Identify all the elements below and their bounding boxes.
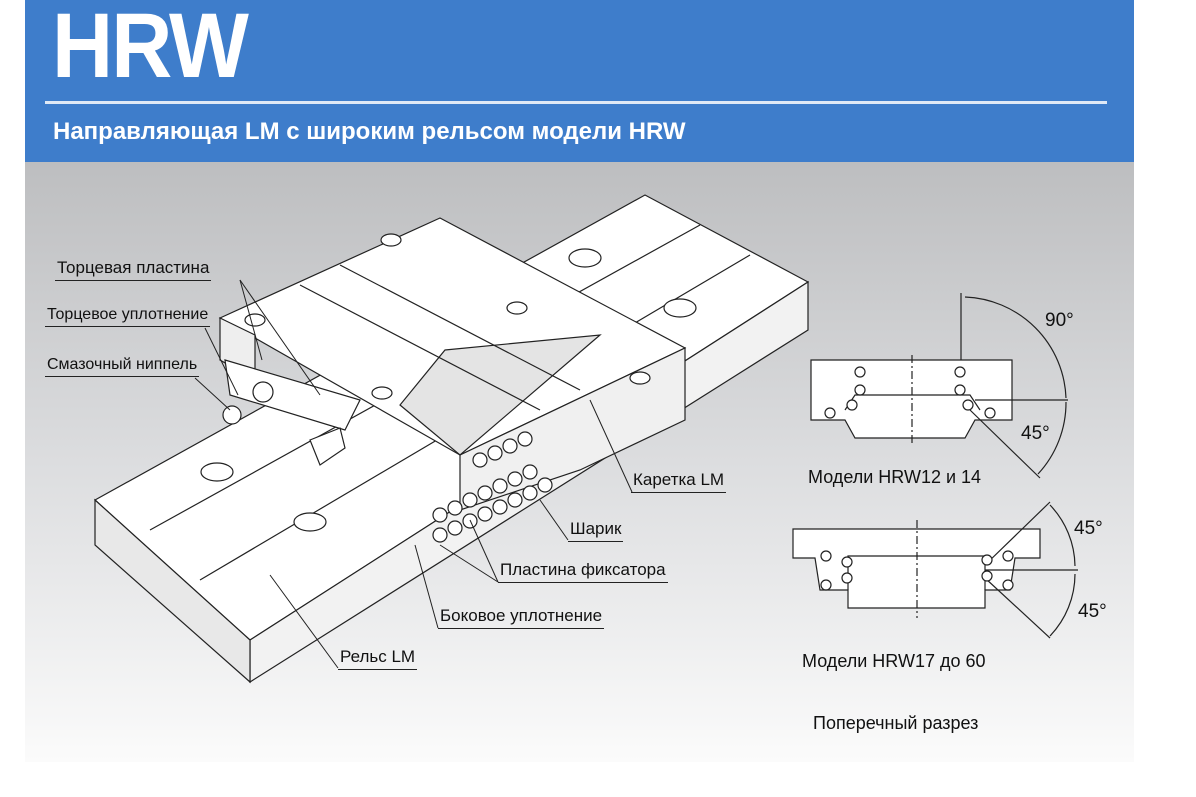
- page-title: HRW: [52, 0, 249, 97]
- header-divider: [45, 101, 1107, 104]
- header-banner: HRW Направляющая LM с широким рельсом мо…: [25, 0, 1134, 162]
- angle-45-label: 45°: [1021, 423, 1050, 444]
- angle-90-label: 90°: [1045, 310, 1074, 331]
- page-subtitle: Направляющая LM с широким рельсом модели…: [53, 118, 686, 145]
- label-grease-nipple: Смазочный ниппель: [45, 356, 200, 377]
- label-lm-rail: Рельс LM: [338, 647, 418, 670]
- angle-45-lower-label: 45°: [1078, 601, 1107, 622]
- leader-lines: [194, 279, 633, 669]
- cross-section-hrw12-14: [810, 293, 1068, 479]
- cross-section-title: Поперечный разрез: [813, 713, 979, 733]
- label-retainer-plate: Пластина фиксатора: [498, 560, 668, 583]
- label-end-seal: Торцевое уплотнение: [45, 306, 211, 327]
- angle-45-upper-label: 45°: [1074, 518, 1103, 539]
- label-ball: Шарик: [568, 519, 624, 542]
- cross-section-hrw17-60: [792, 501, 1078, 639]
- label-side-seal: Боковое уплотнение: [438, 606, 605, 629]
- caption-hrw12-14: Модели HRW12 и 14: [808, 467, 982, 487]
- caption-hrw17-60: Модели HRW17 до 60: [802, 651, 986, 671]
- balls-drawing: [432, 431, 553, 543]
- lm-block-drawing: [218, 217, 687, 511]
- label-end-plate: Торцевая пластина: [55, 258, 212, 281]
- label-lm-block: Каретка LM: [631, 470, 727, 493]
